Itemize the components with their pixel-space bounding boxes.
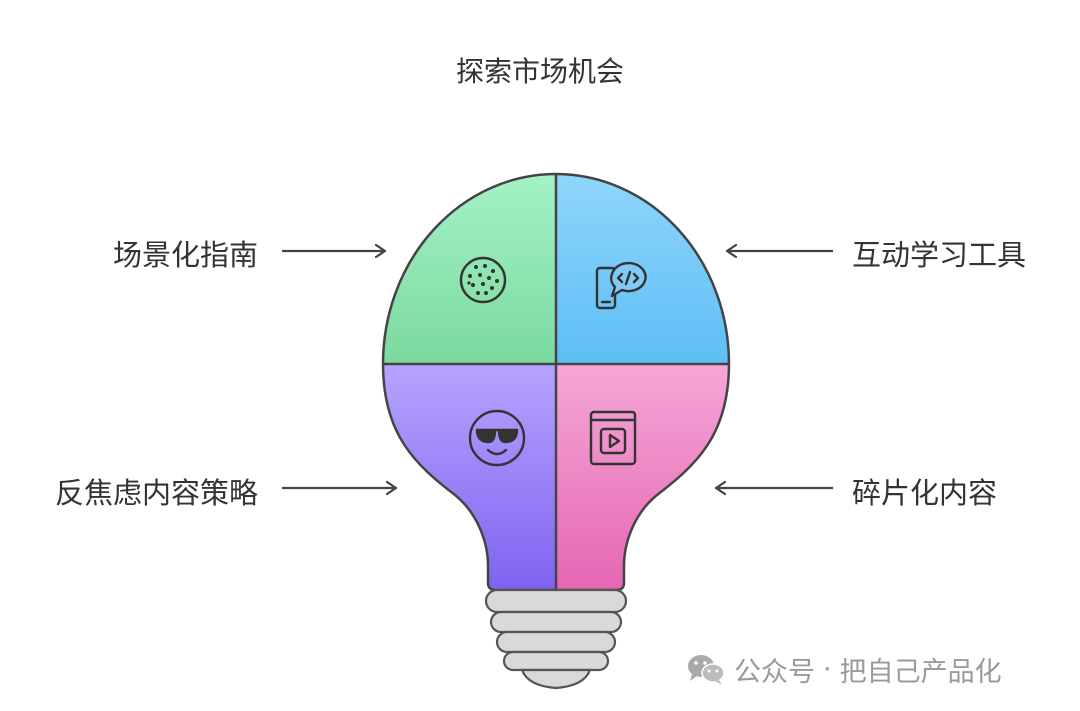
wechat-icon	[688, 655, 725, 685]
label-scenario-guide: 场景化指南	[112, 238, 258, 272]
bulb-base	[484, 588, 628, 690]
quadrant-top-left	[383, 174, 556, 364]
quadrant-bottom-right	[556, 364, 729, 590]
watermark: 公众号 · 把自己产品化	[686, 649, 1002, 689]
cool-face-icon	[468, 409, 526, 467]
watermark-name: 把自己产品化	[839, 656, 1002, 688]
quadrant-bottom-left	[383, 364, 556, 590]
phone-chat-code-icon	[595, 261, 647, 310]
watermark-account: 公众号	[734, 656, 815, 688]
video-book-icon	[589, 410, 637, 466]
label-fragmented-content: 碎片化内容	[852, 476, 998, 510]
globe-dots-icon	[459, 256, 507, 304]
label-anti-anxiety-strategy: 反焦虑内容策略	[54, 476, 258, 510]
watermark-separator: ·	[823, 653, 832, 685]
diagram-title: 探索市场机会	[455, 55, 624, 88]
label-interactive-learning-tools: 互动学习工具	[852, 238, 1027, 272]
